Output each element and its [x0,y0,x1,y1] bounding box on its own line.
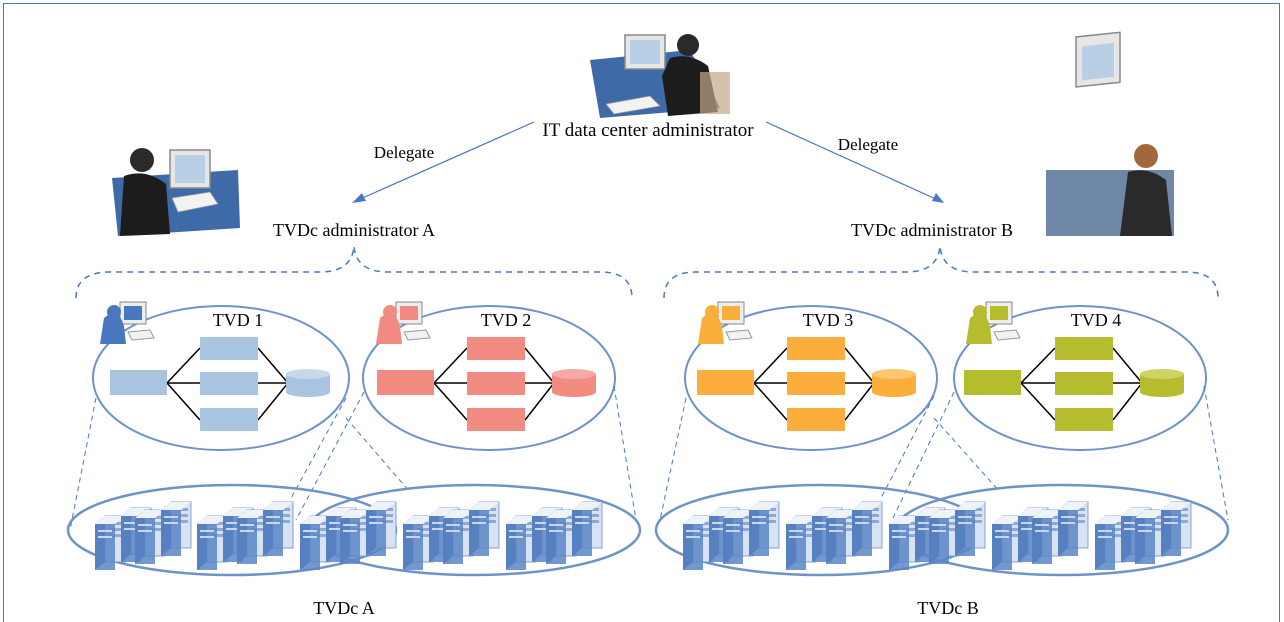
tvd1-label: TVD 1 [213,310,264,330]
admin-b-icon [1046,31,1174,236]
server-rack-icon [992,502,1088,570]
server-rack-icon [1095,502,1191,570]
delegate-arrow-left [352,121,535,203]
tvd3-user-icon [698,301,753,344]
admin-a-icon [112,148,240,236]
tvd1-user-icon [100,301,155,344]
tvd3-label: TVD 3 [803,310,854,330]
admin-a-label: TVDc administrator A [273,220,435,240]
tvd2-label: TVD 2 [481,310,532,330]
tvdc-b-group [654,483,1230,577]
admin-b-label: TVDc administrator B [851,220,1013,240]
delegate-left-label: Delegate [374,143,434,162]
tvd1-database-icon [286,369,330,397]
server-rack-icon [889,502,985,570]
diagram-frame [3,3,1280,622]
tvd4-database-icon [1140,369,1184,397]
server-rack-icon [95,502,191,570]
delegate-arrow-right [765,121,944,203]
brace-a [75,245,633,299]
tvd2-database-icon [552,369,596,397]
tvd4-group: TVD 4 [953,301,1207,451]
projection-lines [69,385,1229,531]
tvd4-user-icon [966,301,1021,344]
it-admin-icon [590,34,730,118]
it-admin-label: IT data center administrator [542,120,754,141]
tvd4-label: TVD 4 [1071,310,1122,330]
brace-b [663,245,1219,299]
tvdc-a-group [66,483,642,577]
server-rack-icon [506,502,602,570]
server-rack-icon [403,502,499,570]
tvd3-database-icon [872,369,916,397]
server-rack-icon [683,502,779,570]
delegate-right-label: Delegate [838,135,898,154]
tvd2-group: TVD 2 [362,301,616,451]
tvdc-b-label: TVDc B [917,598,979,618]
server-rack-icon [300,502,396,570]
tvd1-group: TVD 1 [92,301,350,451]
tvd2-user-icon [376,301,431,344]
tvdc-a-label: TVDc A [313,598,375,618]
tvd3-group: TVD 3 [684,301,938,451]
server-rack-icon [786,502,882,570]
server-rack-icon [197,502,293,570]
